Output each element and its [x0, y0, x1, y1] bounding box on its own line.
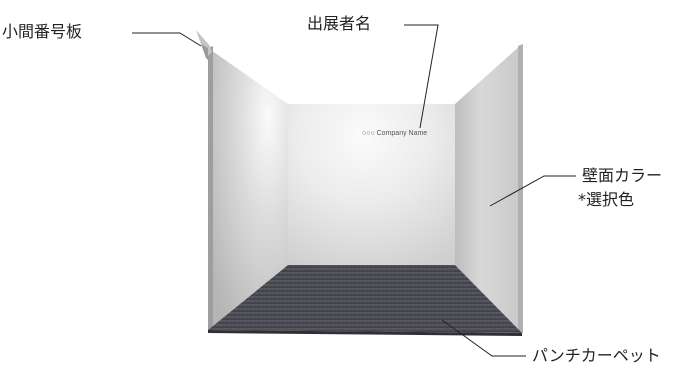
leader-line-exhibitor	[404, 24, 439, 129]
leader-line-wall	[489, 175, 576, 207]
company-name-sign: ○○○ Company Name	[362, 130, 428, 137]
leader-line-plate	[132, 32, 202, 47]
booth-number-plate-label: 小間番号板	[2, 22, 83, 41]
wall-color-note: *選択色	[578, 190, 635, 209]
right-wall	[455, 44, 522, 333]
left-wall-edge	[208, 46, 213, 332]
booth-number-plate-side	[201, 44, 208, 60]
wall-color-label: 壁面カラー	[582, 166, 663, 185]
back-wall	[288, 104, 455, 265]
exhibitor-name-label: 出展者名	[307, 14, 372, 33]
punch-carpet-floor	[208, 265, 522, 333]
leader-line-carpet	[441, 319, 526, 357]
punch-carpet-label: パンチカーペット	[532, 346, 661, 365]
floor-front-edge	[208, 330, 522, 336]
left-wall	[208, 48, 288, 330]
